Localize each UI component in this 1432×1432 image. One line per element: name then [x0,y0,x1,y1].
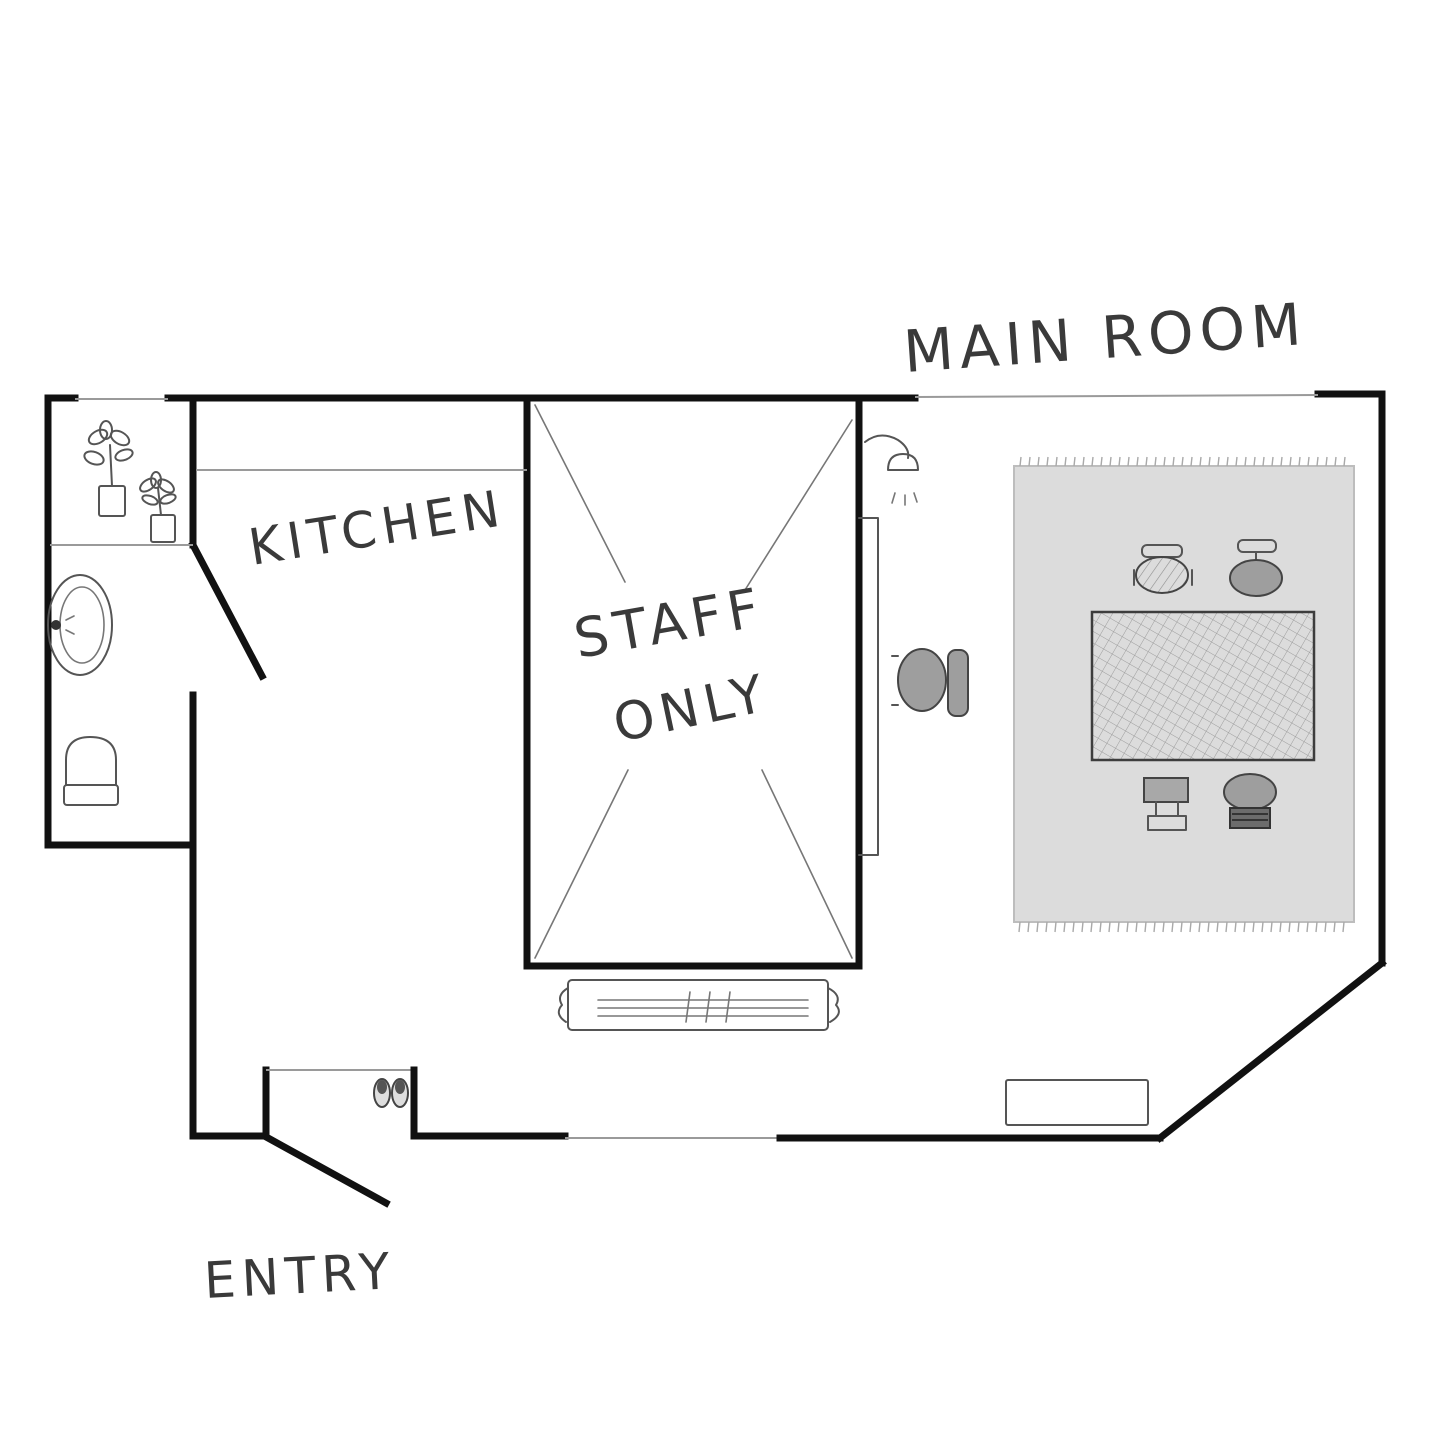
toilet-icon [63,736,119,806]
chair-icon [1133,544,1193,594]
main-room-label: MAIN ROOM [901,290,1309,386]
chair-icon [1223,773,1277,829]
bench [1005,1079,1149,1126]
desk [858,517,879,856]
staff-area-cross [534,404,853,959]
lamp-icon [864,434,919,506]
plant-icon [83,420,134,517]
chair-icon [891,648,969,717]
dining-table [1090,610,1316,762]
chair-icon [1229,539,1283,597]
shoes-icon [373,1078,409,1108]
chair-icon [1143,777,1189,831]
entry-label: ENTRY [203,1242,397,1310]
plant-icon [139,471,177,543]
kitchen-label: KITCHEN [245,479,510,577]
staff-label: STAFF [569,575,769,670]
sink-icon [47,574,113,676]
runner-rug [557,979,840,1031]
only-label: ONLY [608,663,775,754]
